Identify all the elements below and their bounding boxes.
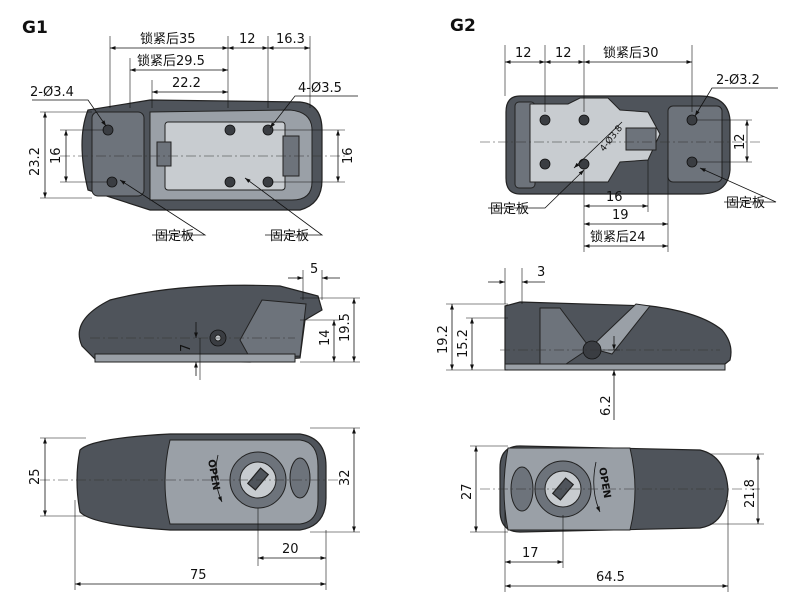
dim-text: 25 (28, 468, 43, 485)
dim-text: 17 (522, 546, 539, 561)
dim-text: 75 (190, 568, 207, 583)
g2-bottom-keyslot (551, 477, 575, 501)
callout-text: 固定板 (270, 229, 309, 244)
dim-text: 16.3 (276, 32, 305, 47)
g1-hole (262, 176, 274, 188)
g2-side-arm (589, 303, 651, 355)
dim-text: 锁紧后29.5 (137, 53, 205, 69)
g2-hole (539, 114, 551, 126)
dim-text: 14 (318, 329, 333, 346)
callout-text: 4-Ø3.5 (298, 81, 342, 96)
g1-side-view: 5 14 19.5 7 (78, 262, 360, 380)
g1-top-left-plate (91, 111, 145, 197)
open-arrow-icon (593, 461, 601, 513)
g1-top-tab (156, 141, 172, 167)
callout-text: 固定板 (726, 196, 765, 211)
g2-side-lever (539, 307, 591, 369)
callout-text: 固定板 (155, 229, 194, 244)
dim-text: 19.5 (338, 313, 353, 342)
dim-text: 23.2 (28, 147, 43, 176)
dim-text: 12 (555, 46, 572, 61)
g1-bottom-keyslot (246, 467, 270, 491)
g1-hole (224, 124, 236, 136)
open-arrow-icon (215, 454, 223, 503)
dim-text: 6.2 (599, 395, 614, 416)
g1-side-base (94, 353, 296, 363)
open-label: OPEN (596, 467, 612, 499)
panel-label-g1: G1 (22, 18, 48, 38)
dim-text: 16 (341, 147, 356, 164)
dim-text: 锁紧后30 (603, 45, 659, 61)
dim-text: 16 (49, 147, 64, 164)
dim-text: 12 (733, 133, 748, 150)
dim-text: 20 (282, 542, 299, 557)
g2-hole (686, 114, 698, 126)
panel-label-g2: G2 (450, 16, 476, 36)
g1-hole (106, 176, 118, 188)
dim-text: 22.2 (172, 76, 201, 91)
dim-text: 19 (612, 208, 629, 223)
g2-hole (539, 158, 551, 170)
dim-text: 64.5 (596, 570, 625, 585)
dim-text: 19.2 (436, 325, 451, 354)
g2-top-fixed-plate (529, 97, 661, 183)
dim-text: 15.2 (456, 329, 471, 358)
g2-hole (578, 114, 590, 126)
g2-hole (686, 156, 698, 168)
dim-text: 27 (460, 483, 475, 500)
g2-side-view: 3 19.2 15.2 6.2 (436, 265, 732, 420)
g1-hole (224, 176, 236, 188)
g2-top-tab (625, 127, 657, 151)
callout-text: 2-Ø3.4 (30, 85, 74, 100)
g2-hole (578, 158, 590, 170)
dim-text: 32 (338, 469, 353, 486)
dim-text: 12 (239, 32, 256, 47)
dim-text: 锁紧后35 (140, 31, 196, 47)
open-label: OPEN (205, 459, 221, 491)
dim-text: 7 (179, 344, 194, 352)
dim-text: 12 (515, 46, 532, 61)
g2-top-view: 12 12 锁紧后30 2-Ø3.2 12 4-Ø3.8 固定板 固定板 16 … (480, 45, 778, 252)
g1-bottom-view: OPEN 25 32 20 75 (28, 427, 360, 590)
g1-bottom-recess (289, 457, 311, 499)
g2-top-right-plate (667, 105, 723, 183)
callout-text: 固定板 (490, 202, 529, 217)
dim-text: 锁紧后24 (590, 229, 646, 245)
dim-text: 16 (606, 190, 623, 205)
dim-text: 21.8 (743, 479, 758, 508)
g1-hole (102, 124, 114, 136)
g2-side-base (504, 363, 726, 371)
g2-bottom-view: OPEN 27 21.8 17 64.5 (460, 445, 764, 592)
dim-text: 3 (537, 265, 545, 280)
g1-top-view: 锁紧后35 12 16.3 锁紧后29.5 22.2 2-Ø3.4 4-Ø3.5… (28, 31, 358, 244)
dim-text: 5 (310, 262, 318, 277)
callout-text: 2-Ø3.2 (716, 73, 760, 88)
